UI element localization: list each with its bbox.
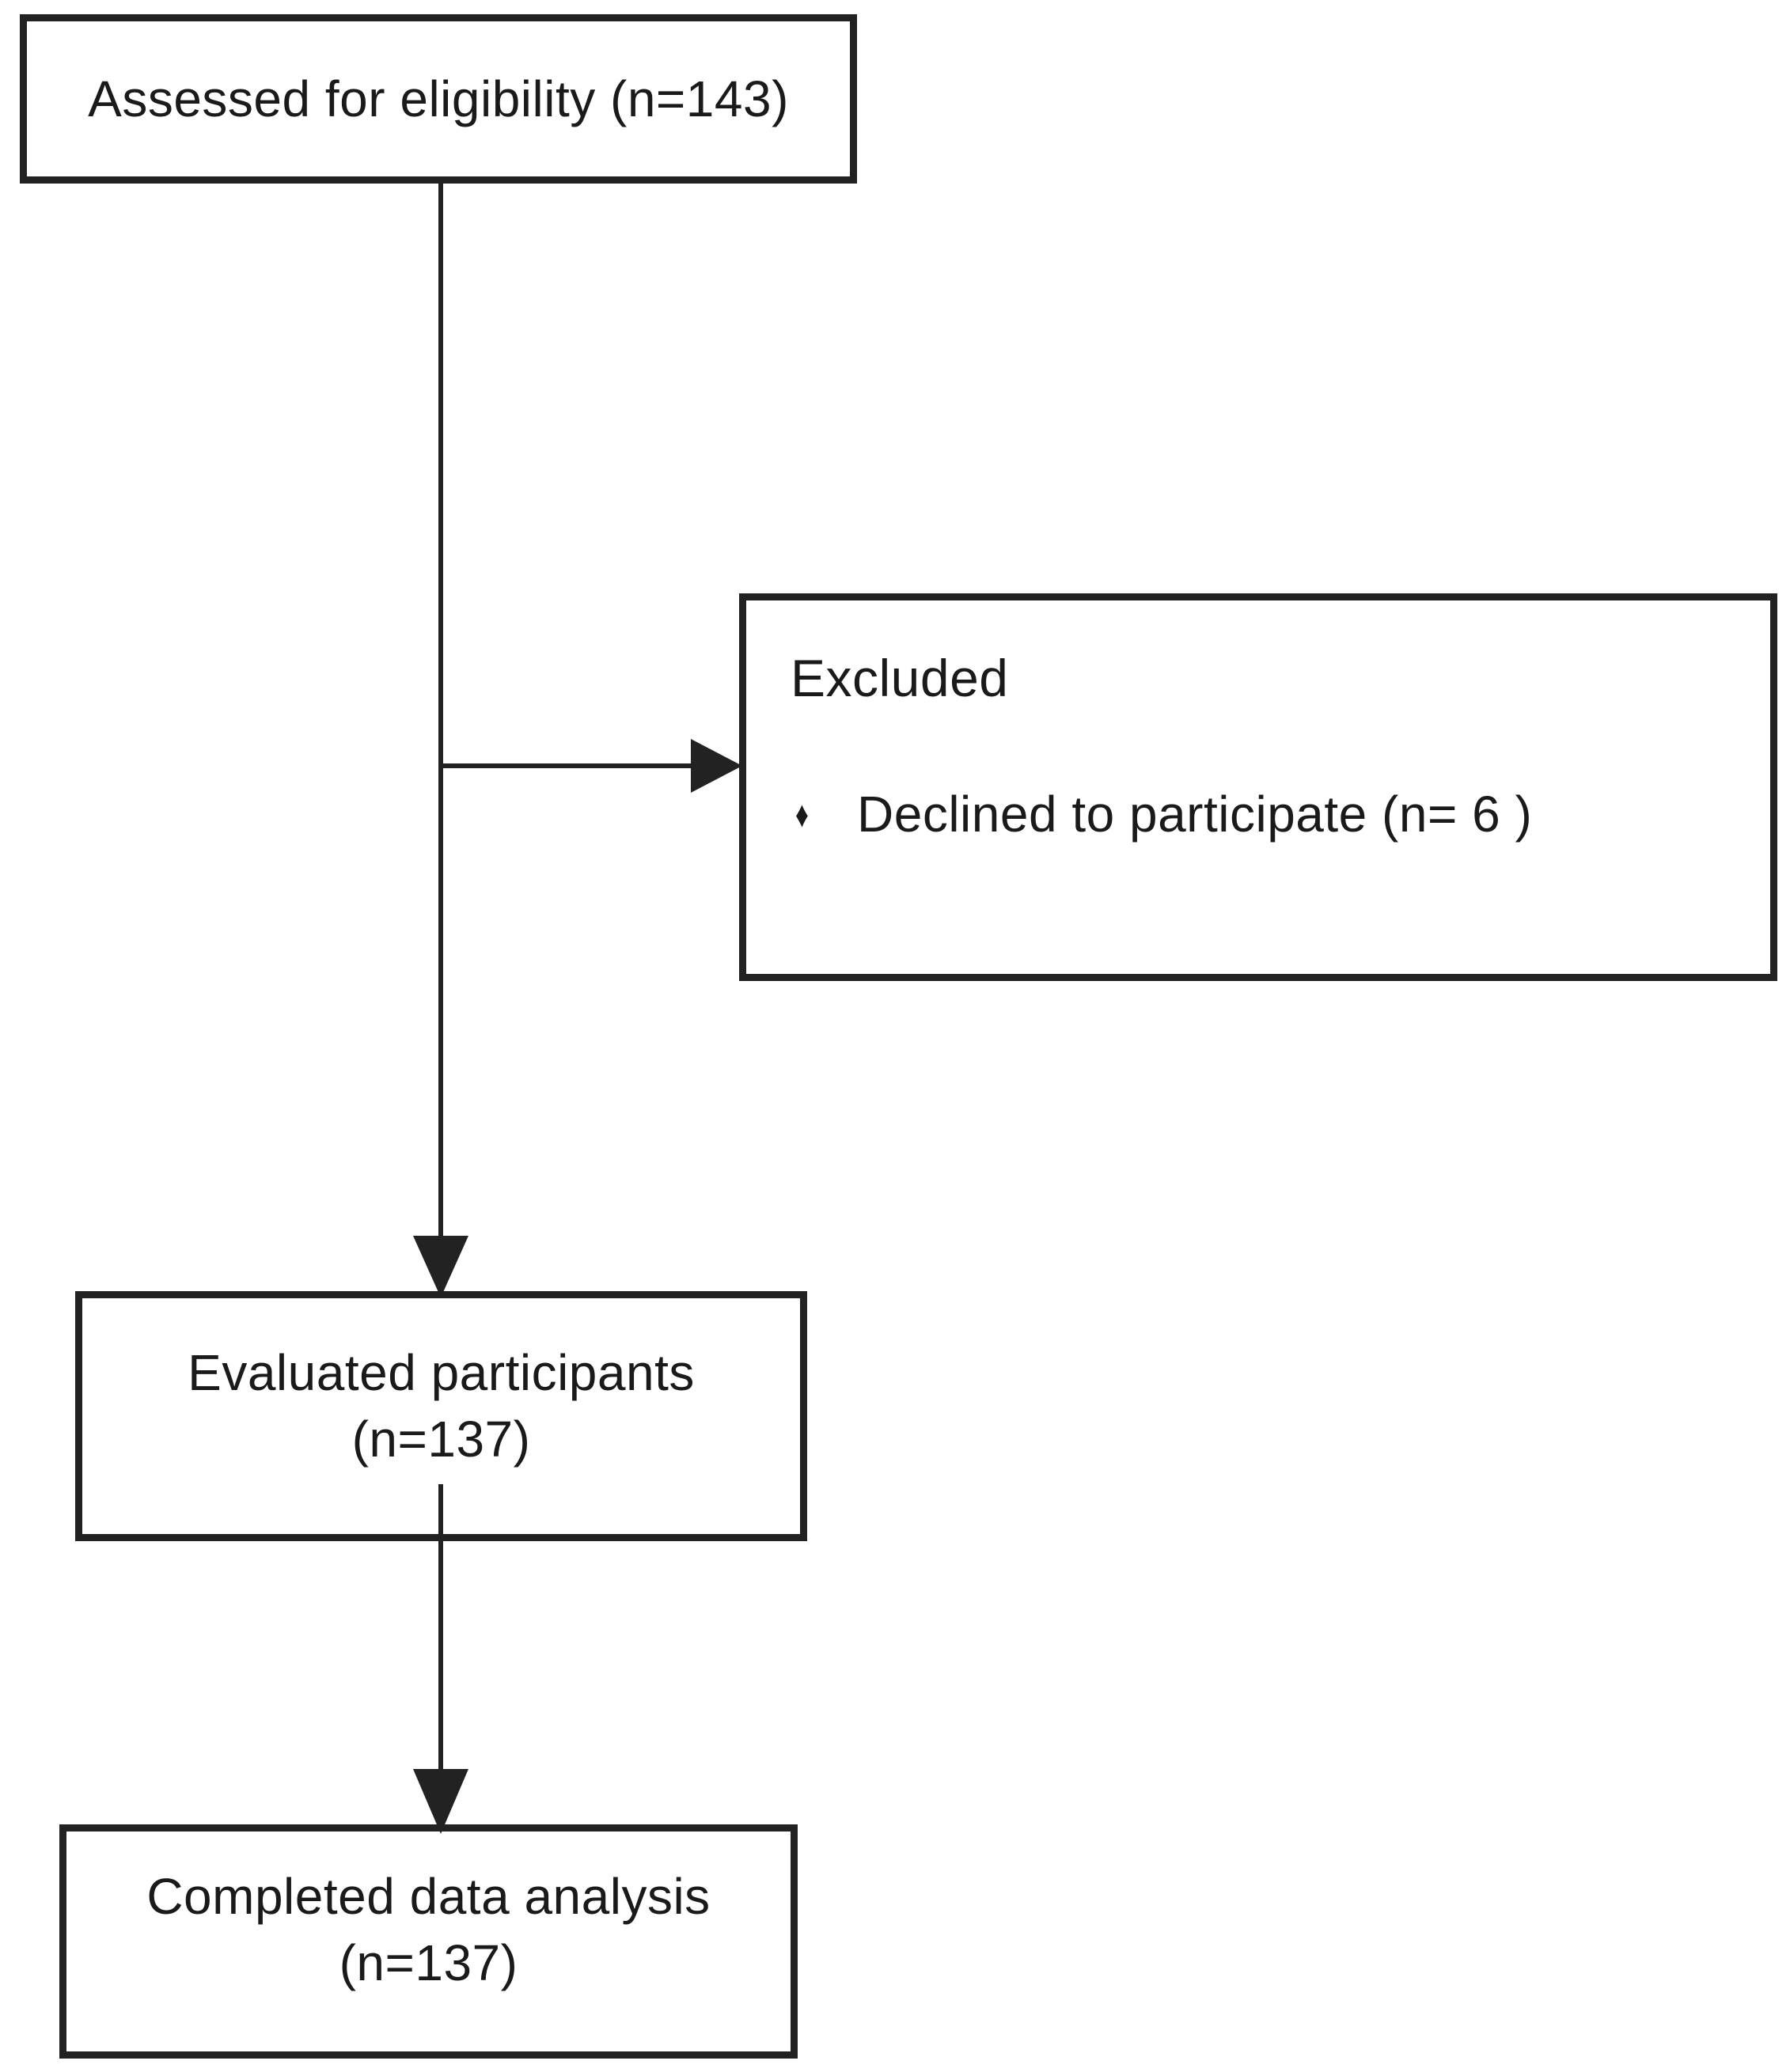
node-excluded: Excluded ♦ Declined to participate (n= 6… <box>739 593 1777 981</box>
excluded-bullet-item: ♦ Declined to participate (n= 6 ) <box>795 781 1532 847</box>
evaluated-label-line1: Evaluated participants <box>188 1344 695 1401</box>
node-evaluated-participants: Evaluated participants (n=137) <box>75 1291 807 1541</box>
excluded-bullet-text: Declined to participate (n= 6 ) <box>857 786 1533 843</box>
completed-label-line1: Completed data analysis <box>146 1868 711 1925</box>
node-completed-data-analysis: Completed data analysis (n=137) <box>59 1824 798 2059</box>
excluded-title: Excluded <box>791 649 1009 707</box>
arrow-assessed-to-evaluated <box>413 178 468 1297</box>
node-assessed-for-eligibility: Assessed for eligibility (n=143) <box>20 14 857 184</box>
completed-label-line2: (n=137) <box>339 1934 518 1991</box>
evaluated-label-line2: (n=137) <box>351 1411 531 1468</box>
arrow-branch-to-excluded <box>443 739 742 793</box>
assessed-label: Assessed for eligibility (n=143) <box>88 70 789 127</box>
diamond-bullet-icon: ♦ <box>795 794 809 835</box>
